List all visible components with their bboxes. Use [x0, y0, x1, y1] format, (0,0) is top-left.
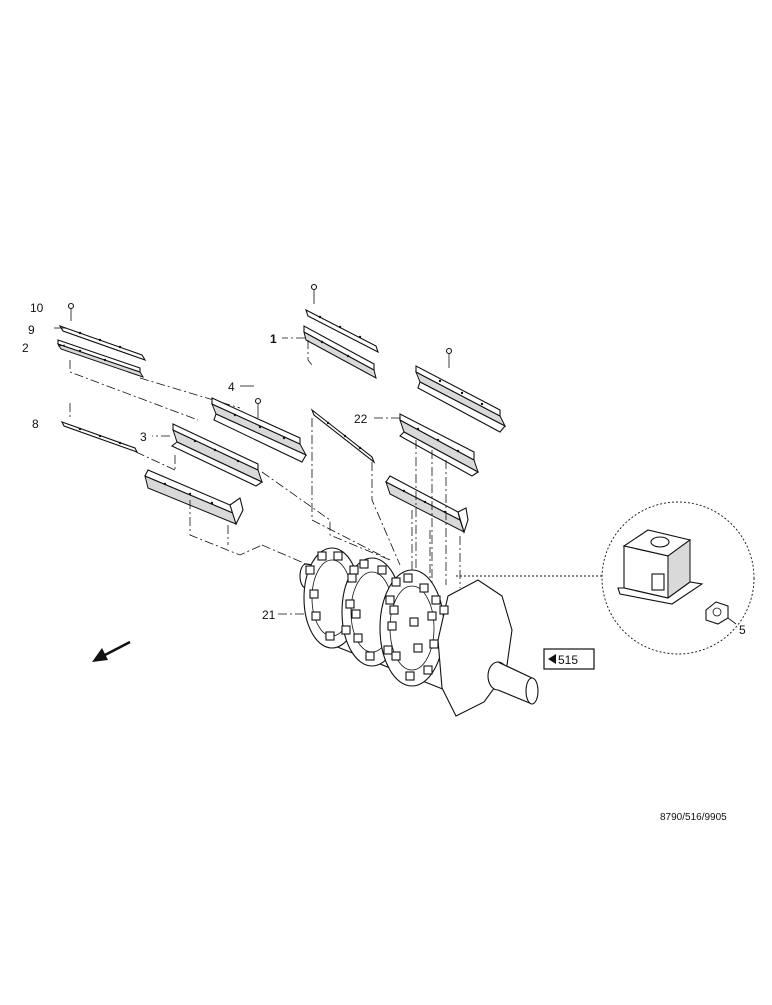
angle-bracket-right [415, 365, 507, 433]
callout-1: 1 [270, 332, 277, 346]
knife-holder-right-lower [385, 475, 469, 534]
rail-center [310, 408, 376, 464]
knife-2 [56, 339, 145, 378]
callout-21: 21 [262, 608, 276, 622]
callout-22: 22 [354, 412, 368, 426]
angle-bracket-4 [211, 397, 308, 463]
knife-1 [303, 325, 377, 379]
detail-circle [601, 501, 755, 655]
callout-9: 9 [28, 323, 35, 337]
callout-5: 5 [739, 623, 746, 637]
direction-arrow-icon [92, 640, 131, 662]
rotor-21 [299, 547, 539, 717]
drawing-code: 8790/516/9905 [660, 812, 727, 823]
callout-2: 2 [22, 341, 29, 355]
plate-9 [58, 324, 147, 362]
bolt-1 [310, 283, 318, 304]
callout-10: 10 [30, 301, 44, 315]
knife-block-detail [617, 529, 704, 605]
knife-holder-lower [144, 469, 244, 526]
reference-tag[interactable]: 515 [543, 648, 595, 670]
plate-1 [305, 308, 379, 354]
callout-3: 3 [140, 430, 147, 444]
bolt-right [445, 347, 453, 368]
reference-tag-number: 515 [558, 653, 578, 667]
nut-5 [705, 601, 729, 625]
knife-holder-3 [170, 423, 264, 487]
knife-holder-22 [399, 413, 480, 477]
bolt-4 [254, 397, 262, 418]
left-triangle-icon [548, 654, 556, 664]
callout-4: 4 [228, 380, 235, 394]
callout-8: 8 [32, 417, 39, 431]
rail-8 [60, 421, 139, 453]
bolt-10 [67, 302, 75, 321]
